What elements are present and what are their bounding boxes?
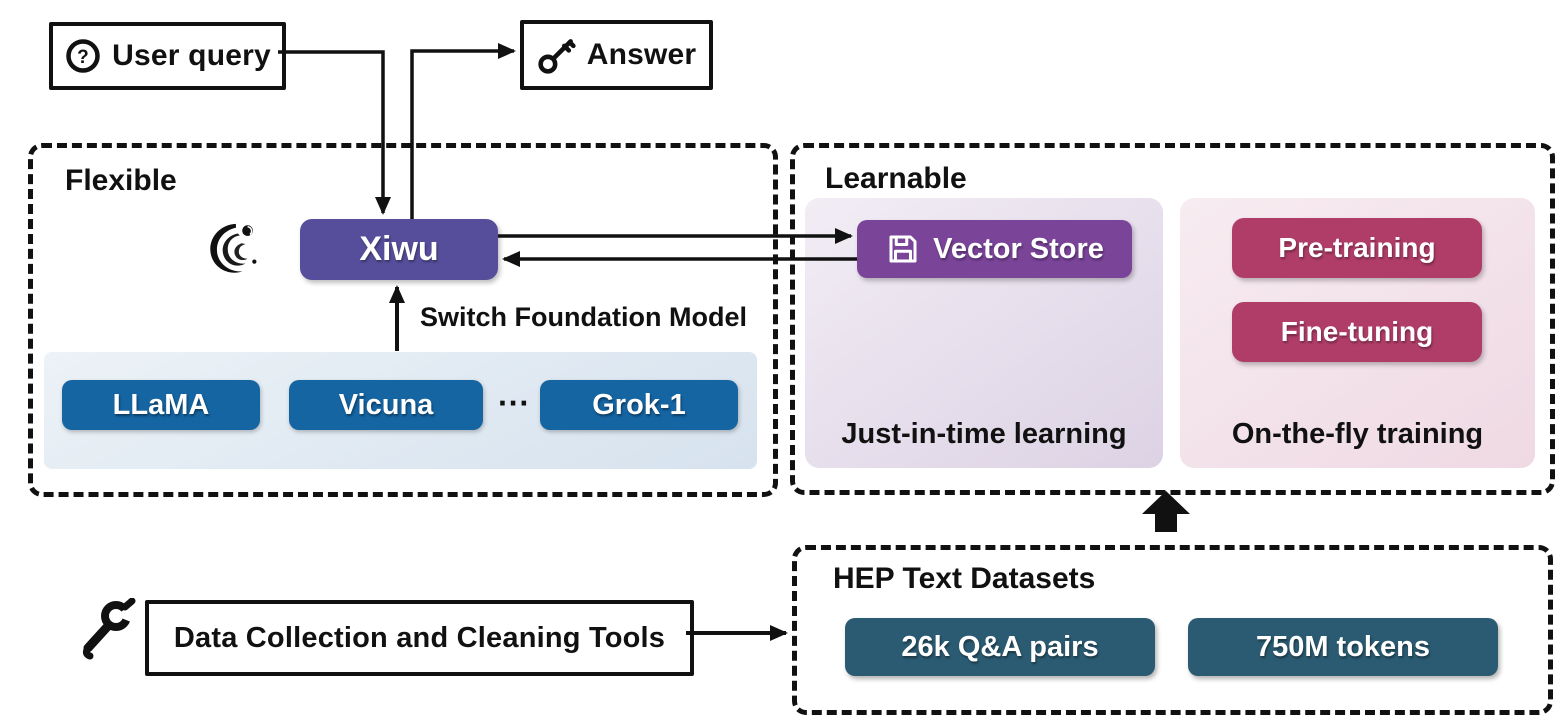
models-ellipsis: ··· xyxy=(498,385,530,421)
dataset-chip-qa-pairs: 26k Q&A pairs xyxy=(845,618,1155,676)
flexible-group-box: Flexible xyxy=(28,143,778,497)
qa-pairs-label: 26k Q&A pairs xyxy=(901,630,1099,663)
model-llama-label: LLaMA xyxy=(112,388,210,421)
user-query-box: ? User query xyxy=(49,22,286,90)
model-chip-grok-1: Grok-1 xyxy=(540,380,738,430)
flexible-title: Flexible xyxy=(65,164,177,197)
fine-tuning-node: Fine-tuning xyxy=(1232,302,1482,362)
model-chip-llama: LLaMA xyxy=(62,380,260,430)
tokens-label: 750M tokens xyxy=(1255,630,1431,663)
switch-foundation-model-label: Switch Foundation Model xyxy=(420,302,747,332)
model-vicuna-label: Vicuna xyxy=(338,388,434,421)
otf-training-caption: On-the-fly training xyxy=(1231,418,1484,450)
save-icon xyxy=(885,231,921,267)
pre-training-label: Pre-training xyxy=(1278,232,1436,263)
vector-store-node: Vector Store xyxy=(857,220,1132,278)
up-block-arrow-icon xyxy=(1142,491,1190,532)
data-tools-box: Data Collection and Cleaning Tools xyxy=(145,600,694,676)
model-chip-vicuna: Vicuna xyxy=(289,380,483,430)
learnable-title: Learnable xyxy=(825,162,967,195)
hep-datasets-title: HEP Text Datasets xyxy=(833,562,1096,595)
pre-training-node: Pre-training xyxy=(1232,218,1482,278)
wrench-icon xyxy=(76,597,136,664)
user-query-label: User query xyxy=(112,39,271,72)
xiwu-node: Xiwu xyxy=(300,219,498,280)
hep-datasets-group-box: HEP Text Datasets xyxy=(792,545,1553,715)
xiwu-logo xyxy=(203,218,265,280)
svg-text:?: ? xyxy=(77,47,89,68)
dataset-chip-tokens: 750M tokens xyxy=(1188,618,1498,676)
answer-box: Answer xyxy=(520,20,713,90)
answer-label: Answer xyxy=(586,38,697,71)
data-tools-label: Data Collection and Cleaning Tools xyxy=(173,621,666,654)
question-circle-icon: ? xyxy=(64,37,102,75)
model-grok-label: Grok-1 xyxy=(592,388,686,421)
vector-store-label: Vector Store xyxy=(933,232,1104,265)
fine-tuning-label: Fine-tuning xyxy=(1280,316,1434,347)
key-icon xyxy=(537,35,577,75)
xiwu-label: Xiwu xyxy=(359,230,439,268)
jit-learning-caption: Just-in-time learning xyxy=(841,418,1127,450)
